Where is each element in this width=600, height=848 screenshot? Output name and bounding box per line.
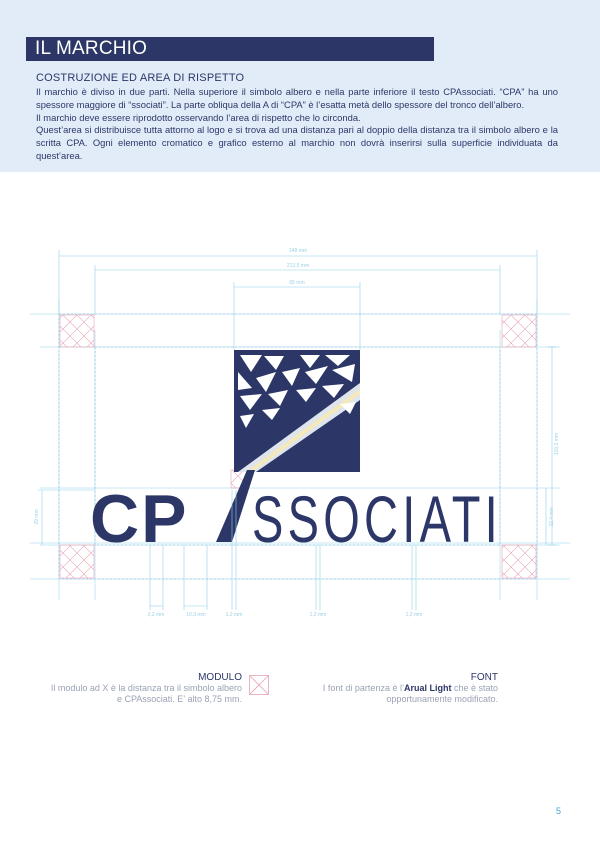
dimension-total-height: 119,3 mm (548, 346, 560, 546)
modulo-title: MODULO (198, 672, 242, 683)
modulo-line: Il modulo ad X è la distanza tra il simb… (50, 683, 242, 693)
font-line: opportunamente modificato. (386, 694, 498, 704)
dimension-logo-width: 213,5 mm (94, 263, 501, 315)
dimension-text-height-left: 29 mm (34, 489, 95, 545)
font-line: I font di partenza è l’Arual Light che è… (318, 683, 498, 694)
font-line-prefix: I font di partenza è l’ (322, 683, 404, 693)
page-number: 5 (556, 806, 562, 816)
module-squares (59, 314, 537, 579)
dimension-symbol-width: 65 mm (233, 280, 361, 350)
construction-diagram: 248 mm 213,5 mm 65 mm (30, 248, 570, 618)
dim-label: 1,2 mm (310, 612, 327, 618)
intro-paragraph: Il marchio deve essere riprodotto osserv… (36, 111, 361, 123)
section-title: IL MARCHIO (26, 37, 434, 61)
dim-label: 1,2 mm (406, 612, 423, 618)
logo-wordmark: CP SSOCIATI (90, 470, 502, 557)
dimension-text-height-right: 32,4 mm (545, 488, 555, 545)
logo-a-stroke (216, 470, 255, 542)
dim-label: 119,3 mm (554, 433, 560, 455)
dim-label: 1,2 mm (226, 612, 243, 618)
dim-label: 65 mm (289, 280, 304, 286)
intro-paragraph: Il marchio è diviso in due parti. Nella … (36, 86, 558, 110)
intro-paragraph: Quest’area si distribuisce tutta attorno… (36, 124, 558, 161)
header-band (0, 0, 600, 172)
logo-text-cp: CP (90, 481, 188, 557)
font-note: FONT I font di partenza è l’Arual Light … (318, 672, 498, 705)
dim-label: 213,5 mm (287, 263, 309, 269)
safe-area-guides (30, 300, 570, 600)
modulo-line: e CPAssociati. E’ alto 8,75 mm. (116, 694, 242, 704)
tree-symbol (234, 350, 360, 472)
font-line-suffix: che è stato (451, 683, 498, 693)
logo-text-ssociati: SSOCIATI (252, 482, 502, 556)
modulo-note: MODULO Il modulo ad X è la distanza tra … (40, 672, 242, 705)
font-title: FONT (470, 672, 498, 683)
dim-label: 10,3 mm (186, 612, 205, 618)
dim-label: 248 mm (289, 248, 307, 254)
font-name: Arual Light (403, 683, 452, 693)
bottom-dimensions: 3,2 mm 10,3 mm 1,2 mm 1,2 mm 1,2 mm (148, 490, 423, 618)
section-subtitle: COSTRUZIONE ED AREA DI RISPETTO (36, 72, 245, 84)
module-x-icon (249, 675, 269, 695)
dim-label: 32,4 mm (549, 507, 555, 526)
intro-text: Il marchio è diviso in due parti. Nella … (36, 86, 558, 163)
dim-label: 3,2 mm (148, 612, 165, 618)
dim-label: 29 mm (34, 509, 40, 524)
